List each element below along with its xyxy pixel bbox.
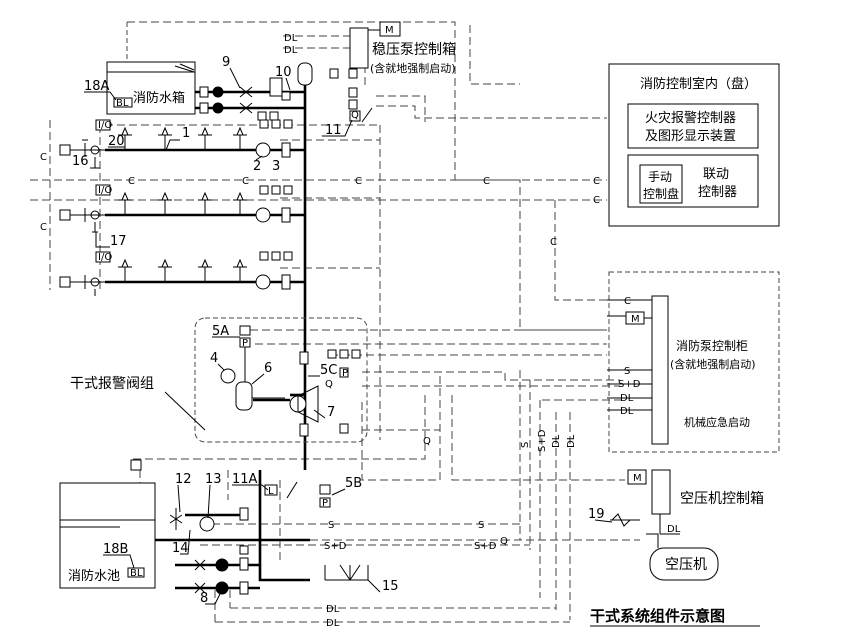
compressor-label: 空压机 (665, 557, 707, 573)
air-compressor: M 空压机控制箱 空压机 DL (610, 469, 764, 581)
svg-text:I/O: I/O (98, 185, 112, 196)
fire-water-tank: 消防水箱 BL (106, 61, 196, 115)
floor-devices (255, 119, 293, 290)
svg-text:20: 20 (108, 134, 125, 149)
svg-text:P: P (322, 498, 328, 509)
diagram-title: 干式系统组件示意图 (590, 607, 725, 625)
svg-text:Q: Q (423, 436, 431, 447)
svg-text:19: 19 (588, 507, 605, 522)
pump-cabinet-sub: (含就地强制启动) (670, 357, 756, 371)
svg-text:C: C (128, 176, 135, 187)
svg-text:C: C (593, 176, 600, 187)
bl-label: BL (116, 98, 129, 109)
manual-label-1: 手动 (648, 170, 672, 184)
pump-cabinet-label: 消防泵控制柜 (676, 338, 748, 353)
svg-text:DL: DL (326, 604, 340, 615)
pump-control-cabinet: M 消防泵控制柜 (含就地强制启动) 机械应急启动 C S S+D DL DL (607, 271, 780, 453)
svg-text:C: C (40, 222, 47, 233)
mech-start-label: 机械应急启动 (684, 415, 750, 429)
svg-text:S+D: S+D (324, 541, 347, 552)
svg-text:BL: BL (130, 568, 143, 579)
svg-text:2: 2 (253, 159, 261, 174)
svg-text:I/O: I/O (98, 120, 112, 131)
svg-text:13: 13 (205, 472, 222, 487)
svg-text:L: L (268, 486, 274, 497)
svg-text:DL: DL (284, 33, 298, 44)
fire-pool: 消防水池 BL (59, 459, 156, 589)
svg-text:DL: DL (284, 45, 298, 56)
control-room: 消防控制室内（盘） 火灾报警控制器 及图形显示装置 手动 控制盘 联动 控制器 (608, 63, 780, 227)
svg-text:5A: 5A (212, 324, 229, 339)
regulator-pumps (199, 62, 313, 121)
svg-text:DL: DL (326, 618, 340, 629)
svg-text:S+D: S+D (474, 541, 497, 552)
linkage-label-1: 联动 (703, 167, 729, 182)
svg-text:14: 14 (172, 541, 189, 556)
regulator-box-label: 稳压泵控制箱 (372, 42, 456, 58)
leader-lines (84, 67, 613, 605)
svg-text:Q: Q (325, 379, 333, 390)
svg-text:C: C (550, 237, 557, 248)
svg-text:C: C (624, 296, 631, 307)
svg-text:7: 7 (327, 405, 335, 420)
svg-text:6: 6 (264, 361, 272, 376)
svg-text:Q: Q (351, 110, 359, 121)
svg-text:M: M (385, 25, 394, 36)
svg-text:C: C (593, 195, 600, 206)
svg-text:DL: DL (620, 406, 634, 417)
svg-text:C: C (483, 176, 490, 187)
svg-text:4: 4 (210, 351, 218, 366)
svg-text:DL: DL (667, 524, 681, 535)
svg-text:18B: 18B (103, 542, 128, 557)
svg-text:C: C (242, 176, 249, 187)
compressor-box-label: 空压机控制箱 (680, 491, 764, 507)
linkage-label-2: 控制器 (698, 185, 737, 200)
svg-text:3: 3 (272, 159, 280, 174)
dry-valve-label: 干式报警阀组 (70, 376, 154, 392)
fire-tank-label: 消防水箱 (133, 90, 185, 106)
svg-text:DL: DL (551, 434, 562, 448)
svg-text:S: S (520, 442, 531, 448)
svg-text:Q: Q (500, 536, 508, 547)
svg-text:S+D: S+D (537, 429, 548, 452)
svg-text:17: 17 (110, 234, 127, 249)
dry-alarm-valve-group: P P Q (194, 317, 368, 443)
svg-text:9: 9 (222, 55, 230, 70)
svg-text:16: 16 (72, 154, 89, 169)
svg-text:P: P (342, 368, 348, 379)
fire-alarm-label-2: 及图形显示装置 (645, 129, 736, 144)
fire-alarm-label-1: 火灾报警控制器 (645, 110, 736, 126)
signal-lines (30, 21, 640, 623)
manual-label-2: 控制盘 (643, 186, 679, 201)
fire-pool-label: 消防水池 (68, 568, 120, 584)
svg-text:M: M (633, 473, 642, 484)
svg-text:10: 10 (275, 65, 292, 80)
fire-pumps: L P (169, 481, 369, 595)
svg-text:S: S (328, 520, 334, 531)
svg-text:11A: 11A (232, 472, 258, 487)
sprinkler-heads (118, 126, 247, 282)
svg-text:C: C (40, 152, 47, 163)
regulator-control-box: M 稳压泵控制箱 (含就地强制启动) DL DL Q (284, 21, 456, 123)
control-room-label: 消防控制室内（盘） (640, 76, 757, 92)
regulator-box-sub: (含就地强制启动) (370, 61, 456, 75)
svg-text:S: S (478, 520, 484, 531)
signal-tags: C C C C C C C C C I/O I/O I/O S S S+D S+… (40, 120, 600, 629)
svg-text:15: 15 (382, 579, 399, 594)
component-numbers: 9 10 18A 11 20 1 2 3 16 17 5A 4 6 5C 7 1… (72, 55, 605, 606)
svg-text:S: S (624, 366, 630, 377)
svg-text:P: P (242, 338, 248, 349)
svg-text:C: C (355, 176, 362, 187)
end-test-valves (59, 119, 111, 296)
svg-text:I/O: I/O (98, 252, 112, 263)
svg-text:12: 12 (175, 472, 192, 487)
svg-text:8: 8 (200, 591, 208, 606)
svg-text:11: 11 (325, 123, 342, 138)
svg-text:5C: 5C (320, 363, 337, 378)
svg-text:18A: 18A (84, 79, 110, 94)
svg-text:M: M (631, 314, 640, 325)
svg-text:DL: DL (566, 434, 577, 448)
svg-text:1: 1 (182, 126, 190, 141)
svg-text:5B: 5B (345, 476, 362, 491)
